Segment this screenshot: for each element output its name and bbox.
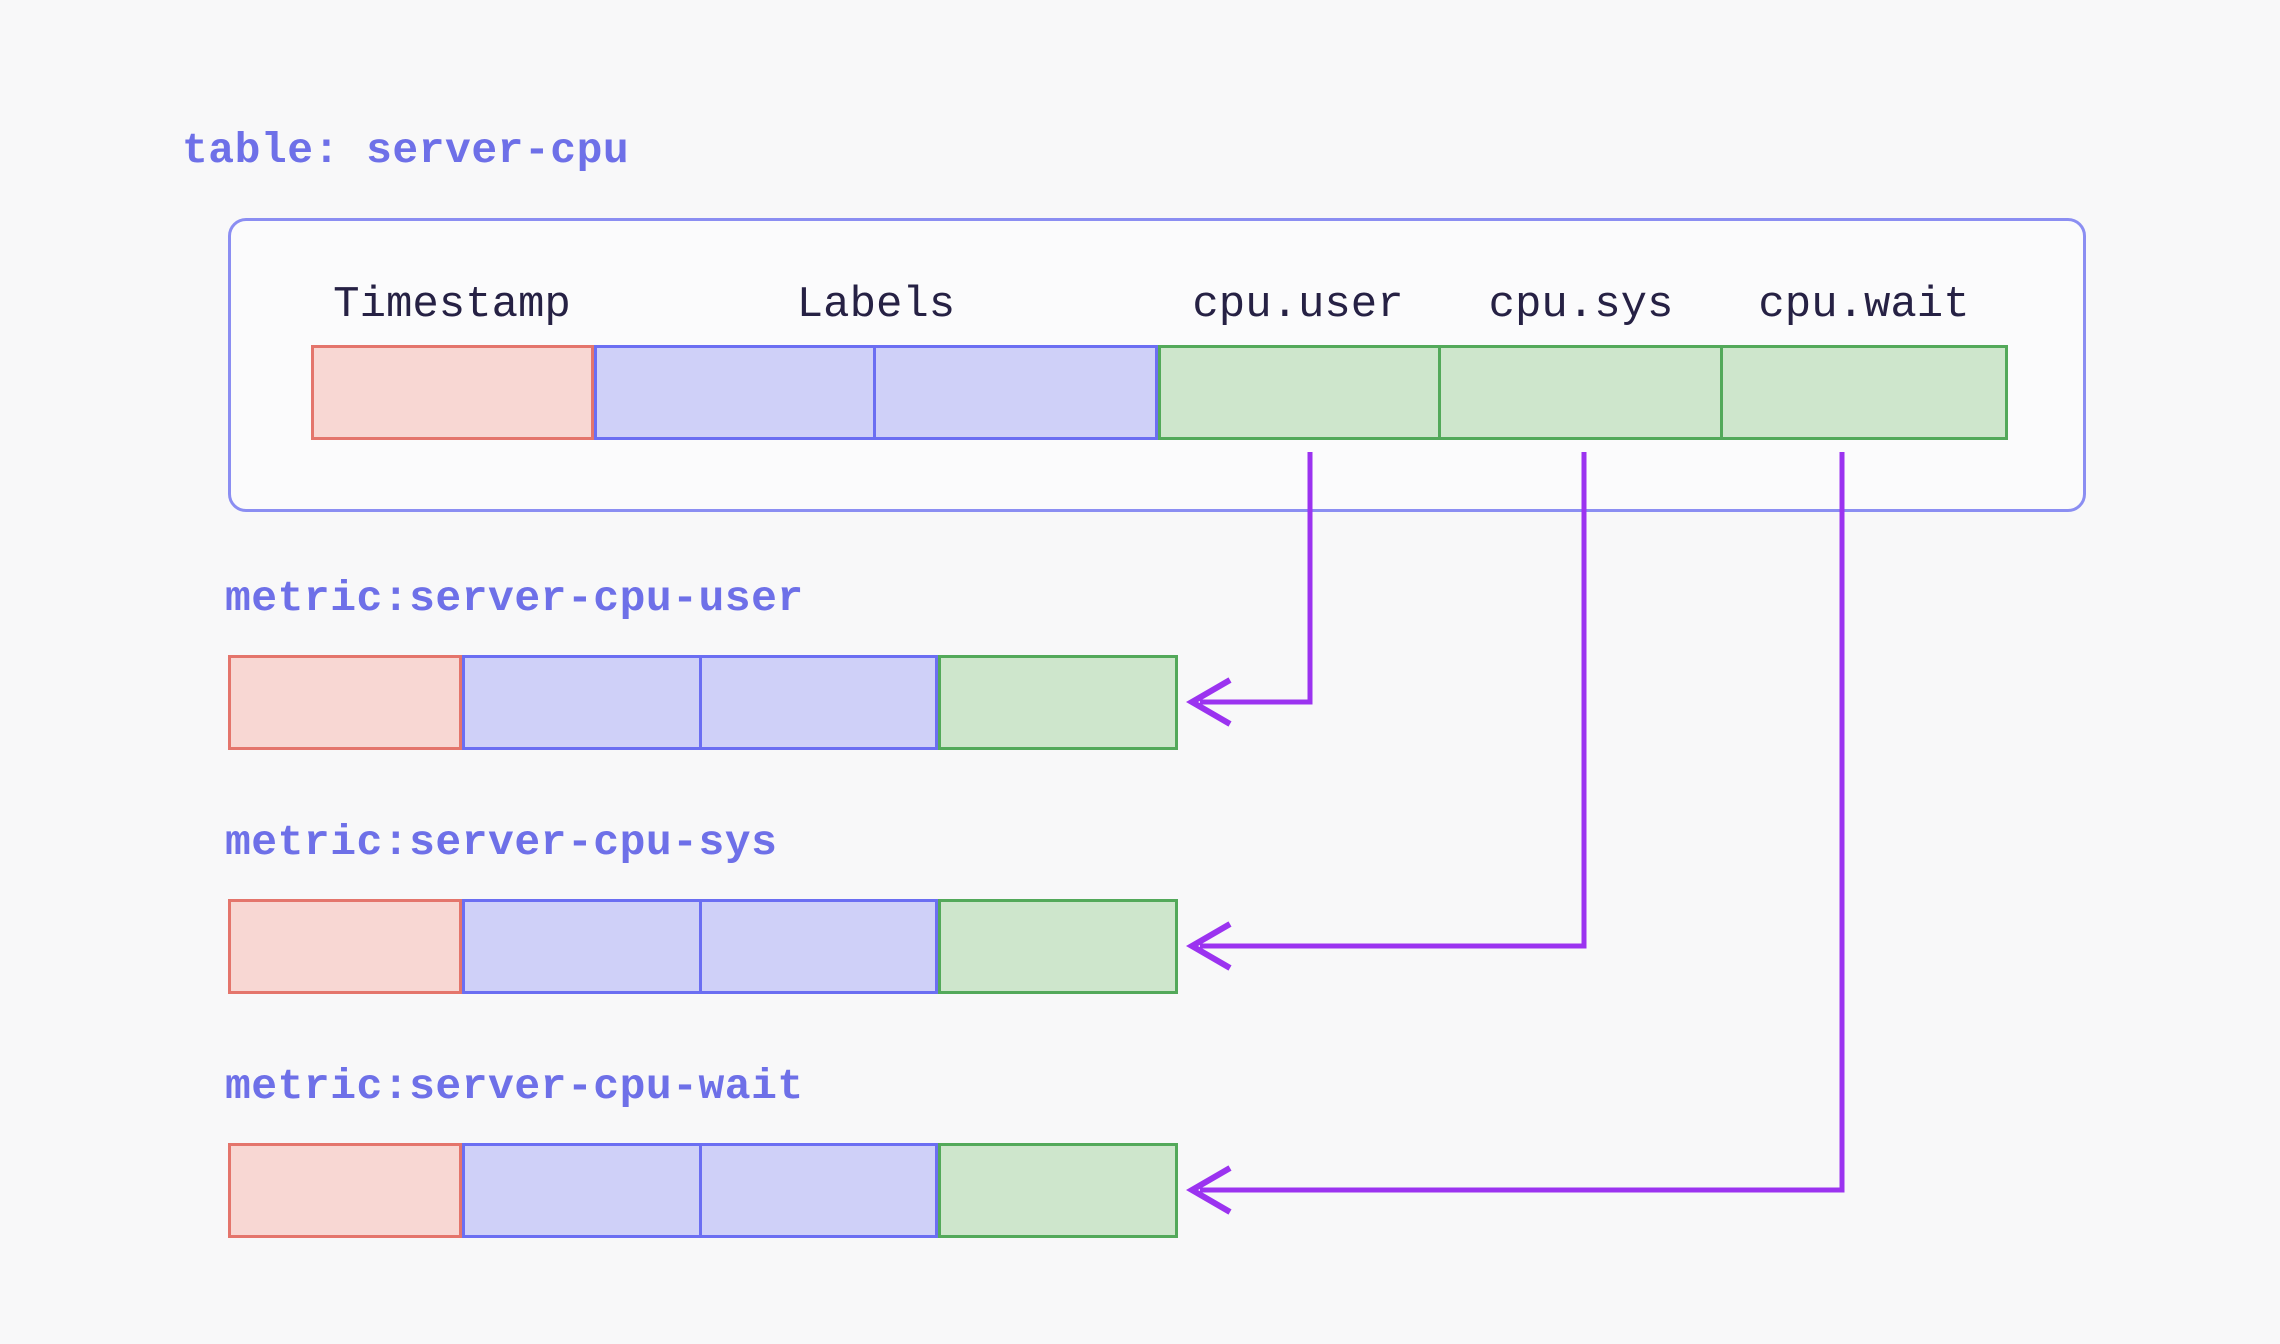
column-header-labels: Labels bbox=[796, 280, 956, 330]
timestamp-cell bbox=[311, 345, 594, 440]
labels-cell-1 bbox=[594, 345, 876, 440]
timestamp-cell bbox=[228, 655, 462, 750]
arrow-cpu-sys bbox=[1186, 452, 1587, 971]
labels-cell-1 bbox=[462, 899, 702, 994]
table-title: table: server-cpu bbox=[182, 126, 630, 175]
arrowhead-left-icon bbox=[1186, 1165, 1232, 1215]
labels-cell-2 bbox=[702, 899, 938, 994]
timestamp-cell bbox=[228, 1143, 462, 1238]
cpu-sys-cell bbox=[1441, 345, 1723, 440]
labels-cell-2 bbox=[702, 1143, 938, 1238]
value-cell bbox=[938, 1143, 1178, 1238]
arrow-cpu-wait bbox=[1186, 452, 1845, 1215]
value-cell bbox=[938, 655, 1178, 750]
labels-cell-1 bbox=[462, 1143, 702, 1238]
labels-cell-2 bbox=[702, 655, 938, 750]
arrowhead-left-icon bbox=[1186, 677, 1232, 727]
cpu-wait-cell bbox=[1723, 345, 2008, 440]
labels-cell-2 bbox=[876, 345, 1158, 440]
column-header-cpu-user: cpu.user bbox=[1192, 280, 1404, 330]
column-header-cpu-sys: cpu.sys bbox=[1488, 280, 1674, 330]
column-header-cpu-wait: cpu.wait bbox=[1758, 280, 1970, 330]
labels-cell-1 bbox=[462, 655, 702, 750]
column-header-timestamp: Timestamp bbox=[333, 280, 571, 330]
cpu-user-cell bbox=[1158, 345, 1441, 440]
arrowhead-left-icon bbox=[1186, 921, 1232, 971]
metric-sys-title: metric:server-cpu-sys bbox=[225, 818, 778, 867]
metric-wait-title: metric:server-cpu-wait bbox=[225, 1062, 804, 1111]
metric-user-title: metric:server-cpu-user bbox=[225, 574, 804, 623]
timestamp-cell bbox=[228, 899, 462, 994]
value-cell bbox=[938, 899, 1178, 994]
